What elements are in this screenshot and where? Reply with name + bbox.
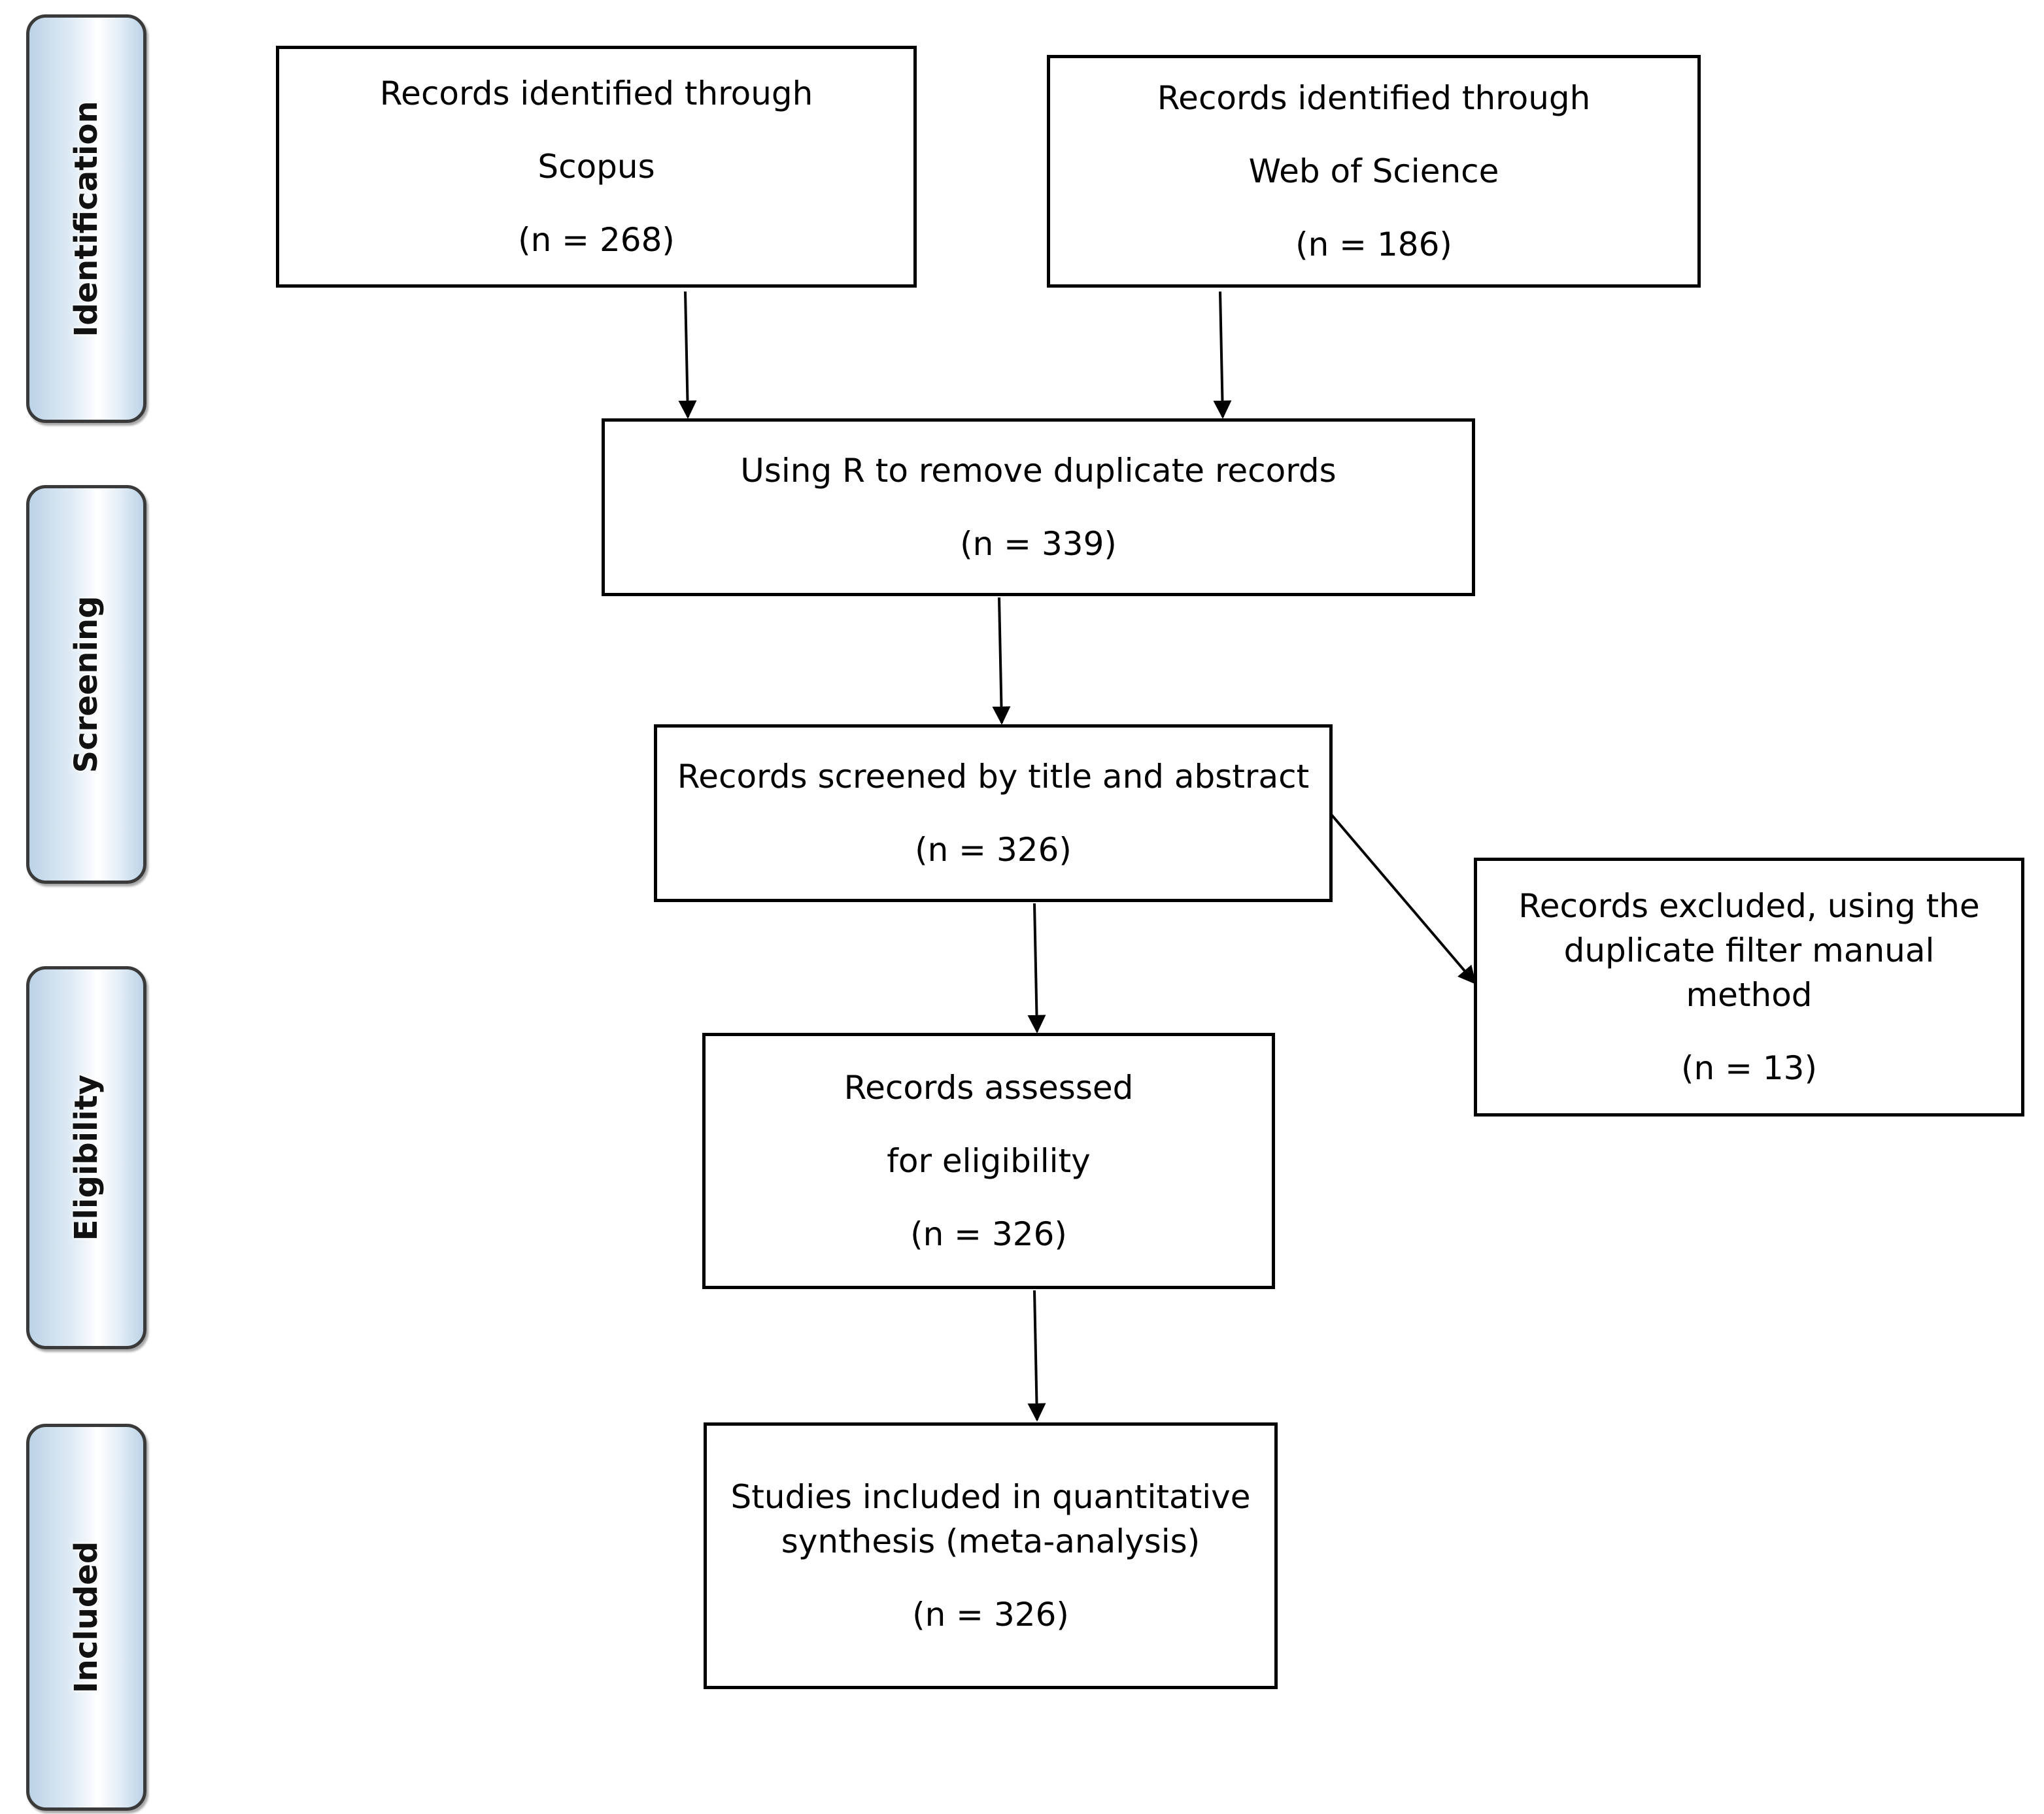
arrow-screened-to-excluded [1330,813,1476,985]
box-excluded: Records excluded, using the duplicate fi… [1474,858,2024,1117]
arrow-eligibility-to-included [1027,1290,1046,1422]
box-screened-line1: Records screened by title and abstract [677,758,1310,796]
box-excluded-line3: method [1686,976,1813,1014]
box-included: Studies included in quantitative synthes… [704,1422,1278,1689]
box-eligibility: Records assessed for eligibility (n = 32… [702,1033,1275,1289]
box-excluded-count: (n = 13) [1680,1049,1817,1087]
box-scopus-records: Records identified through Scopus (n = 2… [276,46,917,288]
stage-identification: Identification [26,14,146,423]
stage-screening: Screening [26,485,146,884]
box-wos-line2: Web of Science [1248,152,1499,190]
box-screened-count: (n = 326) [915,831,1072,869]
box-excluded-line2: duplicate filter manual [1563,932,1935,969]
box-included-line1: Studies included in quantitative [730,1478,1251,1516]
box-screened: Records screened by title and abstract (… [654,724,1333,902]
arrow-scopus-to-dedup [678,291,697,419]
box-scopus-line2: Scopus [537,148,655,186]
box-dedup-count: (n = 339) [960,525,1117,563]
arrow-screened-to-eligibility [1027,903,1046,1033]
box-wos-records: Records identified through Web of Scienc… [1047,55,1701,288]
stage-included: Included [26,1424,146,1811]
box-dedup: Using R to remove duplicate records (n =… [602,418,1475,596]
box-scopus-line1: Records identified through [379,75,813,112]
box-eligibility-count: (n = 326) [910,1215,1067,1253]
box-wos-line1: Records identified through [1157,79,1591,117]
arrow-wos-to-dedup [1213,291,1232,419]
box-included-line2: synthesis (meta-analysis) [781,1522,1201,1560]
stage-eligibility: Eligibility [26,966,146,1349]
box-dedup-line1: Using R to remove duplicate records [740,452,1337,490]
arrow-dedup-to-screened [992,597,1011,725]
box-eligibility-line2: for eligibility [887,1142,1091,1180]
box-included-count: (n = 326) [912,1596,1069,1634]
box-scopus-count: (n = 268) [518,221,675,259]
box-eligibility-line1: Records assessed [843,1069,1134,1107]
box-excluded-line1: Records excluded, using the [1518,887,1980,925]
box-wos-count: (n = 186) [1295,226,1452,263]
